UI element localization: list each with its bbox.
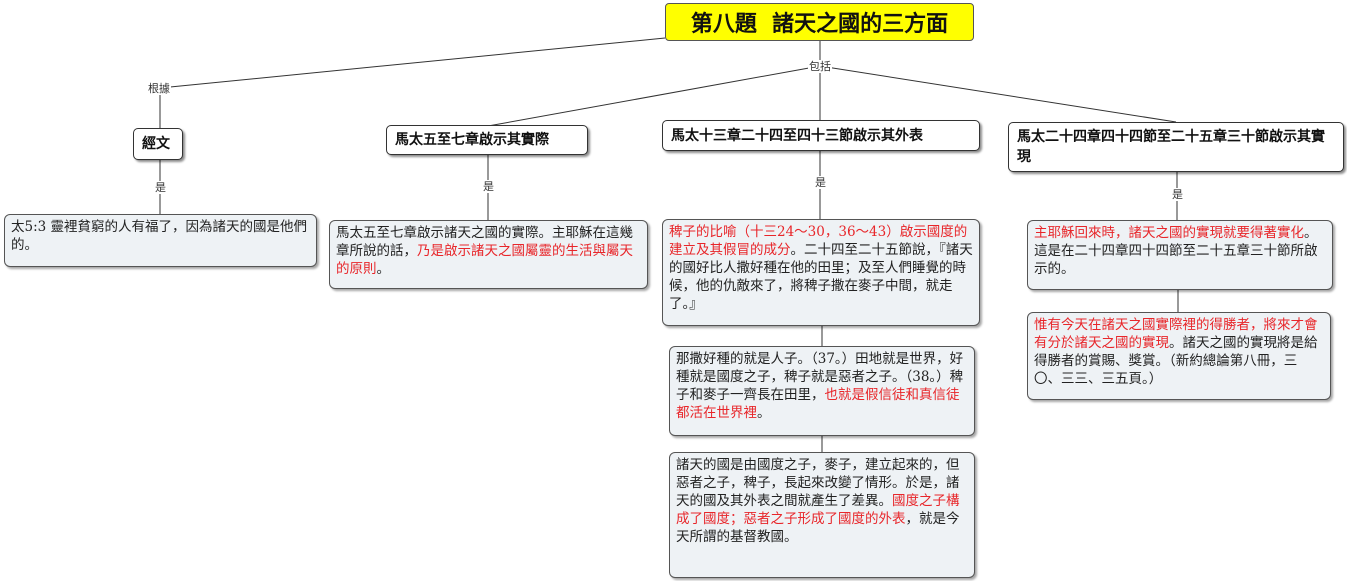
connector-label-is-3: 是	[814, 176, 827, 189]
connector-label-is-1: 是	[154, 181, 167, 194]
note-text: 馬太五至七章啟示諸天之國的實際。主耶穌在這幾章所說的話，	[336, 225, 633, 259]
note-sower-explained: 那撒好種的就是人子。（37。）田地就是世界，好種就是國度之子，稗子就是惡者之子。…	[669, 346, 975, 436]
highlight-text: 稗子的比喻（十三24～30，36～43）啟示國度的建立及其假冒的成分	[669, 224, 968, 258]
highlight-text: 乃是啟示諸天之國屬靈的生活與屬天的原則	[336, 243, 633, 277]
topic-manifestation[interactable]: 馬太二十四章四十四節至二十五章三十節啟示其實現	[1008, 122, 1344, 172]
note-reality: 馬太五至七章啟示諸天之國的實際。主耶穌在這幾章所說的話，乃是啟示諸天之國屬靈的生…	[329, 220, 648, 289]
topic-outward-appearance[interactable]: 馬太十三章二十四至四十三節啟示其外表	[662, 120, 980, 151]
note-text: 。這是在二十四章四十四節至二十五章三十節所啟示的。	[1034, 225, 1318, 277]
highlight-text: 也就是假信徒和真信徒都活在世界裡	[676, 387, 960, 421]
note-text: 諸天的國是由國度之子，麥子，建立起來的，但惡者之子，稗子，長起來改變了情形。於是…	[676, 457, 960, 509]
note-christendom: 諸天的國是由國度之子，麥子，建立起來的，但惡者之子，稗子，長起來改變了情形。於是…	[669, 452, 975, 578]
connector-label-includes: 包括	[808, 60, 832, 73]
root-topic[interactable]: 第八題 諸天之國的三方面	[665, 3, 974, 41]
note-lord-return: 主耶穌回來時，諸天之國的實現就要得著實化。這是在二十四章四十四節至二十五章三十節…	[1027, 220, 1333, 290]
highlight-text: 惟有今天在諸天之國實際裡的得勝者，將來才會有分於諸天之國的實現	[1034, 317, 1318, 351]
note-text: 。二十四至二十五節說，『諸天的國好比人撒好種在他的田里；及至人們睡覺的時候，他的…	[669, 242, 973, 312]
connector-label-basis: 根據	[147, 82, 171, 95]
note-overcomers: 惟有今天在諸天之國實際裡的得勝者，將來才會有分於諸天之國的實現。諸天之國的實現將…	[1027, 312, 1331, 400]
highlight-text: 主耶穌回來時，諸天之國的實現就要得著實化	[1034, 225, 1304, 241]
note-text: 太5:3 靈裡貧窮的人有福了，因為諸天的國是他們的。	[11, 219, 308, 253]
highlight-text: 國度之子構成了國度；惡者之子形成了國度的外表	[676, 493, 960, 527]
note-text: 。	[757, 405, 771, 421]
note-text: 。諸天之國的實現將是給得勝者的賞賜、獎賞。（新約總論第八冊，三〇、三三、三五頁。…	[1034, 335, 1318, 387]
note-scripture: 太5:3 靈裡貧窮的人有福了，因為諸天的國是他們的。	[4, 214, 317, 267]
note-text: ，就是今天所謂的基督教國。	[676, 511, 960, 545]
topic-scripture[interactable]: 經文	[133, 128, 183, 160]
note-text: 。	[376, 261, 391, 277]
connector-label-is-4: 是	[1171, 188, 1184, 201]
connector-label-is-2: 是	[482, 180, 495, 193]
note-text: 那撒好種的就是人子。（37。）田地就是世界，好種就是國度之子，稗子就是惡者之子。…	[676, 351, 964, 403]
topic-reality[interactable]: 馬太五至七章啟示其實際	[386, 125, 588, 155]
note-tares-parable: 稗子的比喻（十三24～30，36～43）啟示國度的建立及其假冒的成分。二十四至二…	[662, 219, 980, 326]
